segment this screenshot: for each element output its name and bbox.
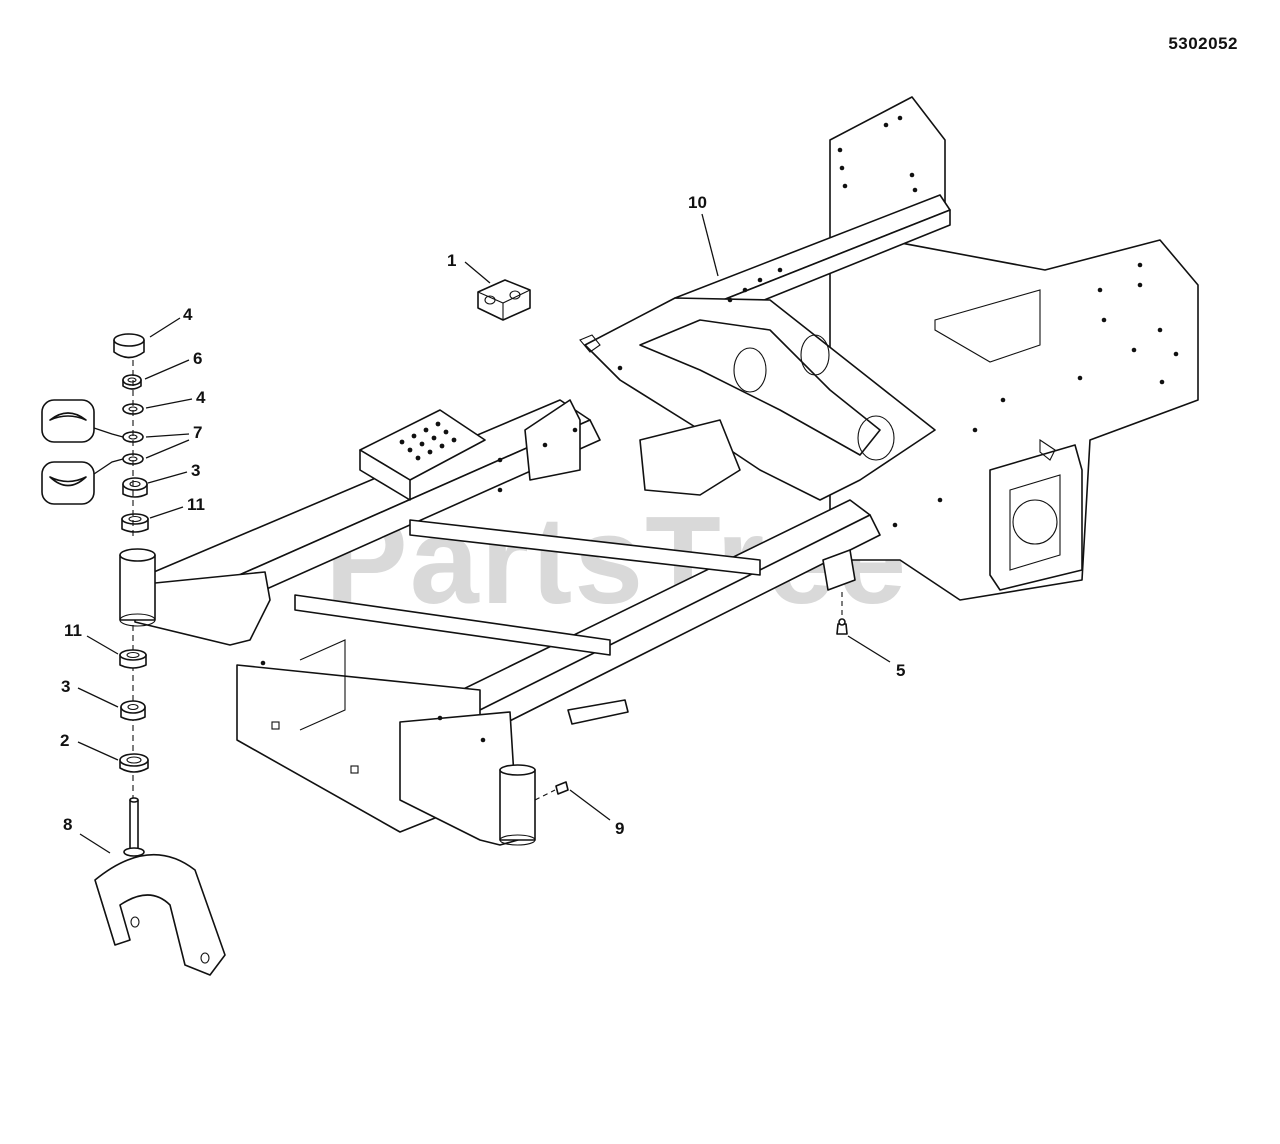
callout-3-upper: 3 xyxy=(147,461,200,484)
svg-text:3: 3 xyxy=(61,677,70,696)
part-8-caster-fork[interactable] xyxy=(94,797,226,976)
part-11-bushing-upper[interactable] xyxy=(121,513,149,533)
svg-text:3: 3 xyxy=(191,461,200,480)
callout-11-lower: 11 xyxy=(64,621,119,655)
main-frame[interactable] xyxy=(119,96,1199,846)
part-1-clip[interactable] xyxy=(477,279,531,321)
callout-10: 10 xyxy=(688,193,719,277)
part-4-dust-cap[interactable] xyxy=(113,333,145,359)
detail-inset-washer-lower xyxy=(41,458,124,505)
svg-text:7: 7 xyxy=(193,423,202,442)
svg-text:11: 11 xyxy=(64,621,82,640)
part-2-seal[interactable] xyxy=(119,753,149,773)
diagram-number: 5302052 xyxy=(1168,34,1238,53)
svg-text:2: 2 xyxy=(60,731,69,750)
svg-text:5: 5 xyxy=(896,661,905,680)
svg-text:9: 9 xyxy=(615,819,624,838)
part-3-bearing-upper[interactable] xyxy=(122,477,148,498)
part-6-nut[interactable] xyxy=(122,374,142,390)
callout-5: 5 xyxy=(847,635,905,680)
part-3-bearing-lower[interactable] xyxy=(120,700,146,721)
callout-1: 1 xyxy=(447,251,491,284)
svg-text:4: 4 xyxy=(196,388,206,407)
svg-text:1: 1 xyxy=(447,251,456,270)
callout-2: 2 xyxy=(60,731,119,761)
callout-6: 6 xyxy=(144,349,202,380)
svg-text:6: 6 xyxy=(193,349,202,368)
svg-text:4: 4 xyxy=(183,305,193,324)
callout-4-upper: 4 xyxy=(149,305,193,338)
callout-7: 7 xyxy=(145,423,202,459)
callout-9: 9 xyxy=(569,789,624,838)
callout-3-lower: 3 xyxy=(61,677,119,708)
part-11-bushing-lower[interactable] xyxy=(119,649,147,669)
svg-text:8: 8 xyxy=(63,815,72,834)
callout-4-lower: 4 xyxy=(145,388,206,409)
part-9-bolt[interactable] xyxy=(534,781,569,801)
callout-8: 8 xyxy=(63,815,111,854)
svg-text:10: 10 xyxy=(688,193,707,212)
detail-inset-washer-upper xyxy=(41,399,124,443)
svg-text:11: 11 xyxy=(187,495,205,514)
callout-11-upper: 11 xyxy=(149,495,205,519)
part-5-grease-fitting[interactable] xyxy=(836,592,848,635)
